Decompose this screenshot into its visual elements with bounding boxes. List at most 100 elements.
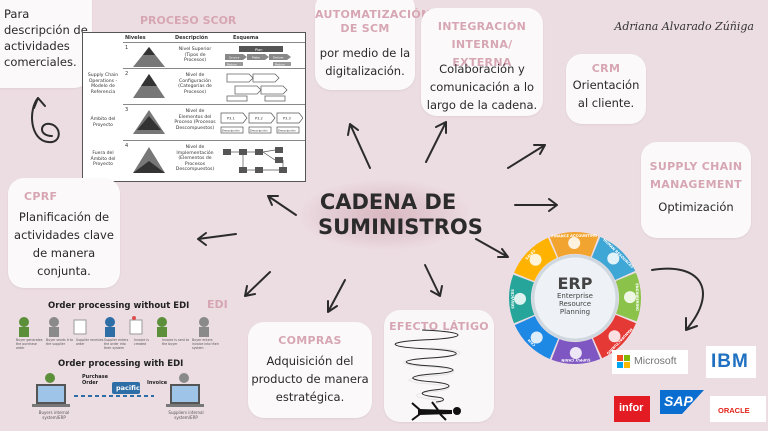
scor-level-number: 1: [125, 45, 129, 51]
scor-side-label: Ámbito del Proyecto: [90, 117, 116, 128]
edi-buyer-line: system/ERP: [42, 415, 66, 420]
edi-buyer-label: Buyers internal system/ERP: [34, 410, 74, 420]
crm-line: Orientación: [572, 78, 640, 92]
scor-level-number: 2: [125, 71, 129, 77]
crm-title: CRM: [591, 62, 621, 75]
scor-table: Niveles Descripción Esquema Supply Chain…: [82, 32, 306, 182]
erp-segment-label: ENGINEERING: [635, 283, 639, 311]
arrow-edi: [244, 271, 271, 297]
scm-card: SUPPLY CHAIN MANAGEMENT Optimización: [641, 142, 751, 238]
central-title-line1: CADENA DE: [319, 190, 457, 214]
scheme-deliver-label: Deliver: [273, 56, 284, 60]
oracle-logo: ORACLE: [718, 406, 750, 415]
scheme-make-label: Make: [252, 56, 260, 60]
intro-line: Para: [4, 7, 30, 21]
edi-with-title: Order processing with EDI: [58, 359, 184, 369]
arrow-crm: [507, 144, 546, 169]
erp-subtitle: Resource: [558, 300, 592, 308]
integracion-title: INTERNA/ EXTERNA: [451, 38, 513, 69]
pyramid-icon: [133, 47, 165, 67]
arrow-compras: [327, 279, 346, 313]
edi-title: EDI: [207, 298, 228, 311]
cprf-line: conjunta.: [37, 264, 91, 278]
erp-segment-label: FINANCE ACCOUNTING: [551, 234, 597, 239]
arrow-integracion: [425, 121, 447, 163]
pyramid-icon: [133, 74, 165, 98]
integracion-line: comunicación a lo: [429, 80, 535, 94]
erp-segment-icon: [569, 346, 582, 359]
central-splash: [300, 180, 470, 250]
arrow-cprf: [197, 232, 237, 246]
compras-card: COMPRAS Adquisición del producto de mane…: [248, 322, 372, 418]
scor-level-desc: Nivel de Implementación (Elementos de Pr…: [175, 145, 215, 172]
edi-purchase-order: Purchase Order: [82, 374, 108, 386]
scm-title: SUPPLY CHAIN: [649, 160, 743, 173]
edi-purchase-line: Purchase: [82, 374, 108, 380]
compras-line: Adquisición del: [266, 354, 354, 368]
sap-logo: SAP: [664, 393, 693, 409]
edi-without-title: Order processing without EDI: [48, 301, 190, 311]
pyramid-icon: [133, 110, 165, 134]
scheme-desc-label: Descripción: [250, 129, 268, 133]
scor-scheme-level2: [226, 73, 288, 102]
scor-scheme-level1: Plan Source Make Deliver Return Return: [225, 46, 291, 67]
integracion-title: INTEGRACIÓN: [437, 20, 527, 33]
scor-row: 2 Nivel de Configuración (Categorías de …: [123, 68, 305, 105]
edi-step: Supplier enters the order into their sys…: [104, 338, 129, 350]
edi-step: Buyer sends it to the supplier: [46, 338, 74, 346]
edi-diagram: Order processing without EDI Buyer gener…: [14, 298, 224, 428]
sap-shape: [660, 390, 704, 414]
microsoft-logo-box: Microsoft: [612, 350, 688, 374]
scor-scheme-level4: [223, 147, 287, 173]
compras-title: COMPRAS: [278, 334, 342, 347]
erp-segment-label: SERVICES: [511, 289, 515, 309]
curly-arrow: [31, 97, 60, 144]
scor-level-number: 4: [125, 143, 129, 149]
crm-card: CRM Orientación al cliente.: [566, 54, 646, 124]
edi-step: Buyer enters invoice into their system: [192, 338, 219, 350]
scheme-p31-label: P3.1: [227, 117, 235, 121]
central-title: CADENA DE SUMINISTROS: [318, 190, 483, 240]
automatizacion-line: por medio de la: [319, 46, 411, 60]
automatizacion-line: digitalización.: [325, 64, 405, 78]
scor-header: Esquema: [233, 35, 259, 41]
oracle-logo-box: ORACLE: [710, 396, 766, 422]
scor-level-desc: Nivel de Elementos del Proceso (Procesos…: [174, 109, 216, 131]
erp-segment-icon: [530, 331, 543, 344]
automatizacion-title: AUTOMATIZACIÓN: [315, 8, 431, 21]
erp-center: ERP Enterprise Resource Planning: [535, 275, 615, 316]
intro-line: actividades: [4, 39, 70, 53]
erp-subtitle: Enterprise: [556, 292, 593, 300]
infor-logo-box: infor: [614, 396, 650, 422]
arrow-scor: [267, 195, 297, 216]
scheme-source-label: Source: [229, 56, 239, 60]
intro-line: descripción de: [4, 23, 88, 37]
edi-step: Buyer generates the purchase order: [16, 338, 43, 350]
cprf-title: CPRF: [24, 190, 58, 203]
arrow-scm: [514, 198, 558, 212]
intro-line: comerciales.: [4, 55, 77, 69]
cprf-line: de manera: [32, 246, 96, 260]
edi-purchase-line: Order: [82, 380, 99, 386]
scor-header: Niveles: [125, 35, 146, 41]
microsoft-icon: [617, 355, 630, 368]
hook-arrow: [651, 267, 704, 331]
erp-subtitle: Planning: [559, 308, 591, 316]
erp-segment-label: CRM: [527, 338, 537, 347]
scor-level-desc: Nivel Superior (Tipos de Procesos): [178, 47, 212, 63]
arrow-efecto: [424, 264, 443, 297]
erp-segment-icon: [529, 253, 542, 266]
compras-line: estratégica.: [275, 390, 345, 404]
author-name: Adriana Alvarado Zúñiga: [614, 20, 754, 33]
edi-supplier-line: Suppliers internal: [168, 410, 204, 415]
erp-center-disc: [531, 254, 619, 342]
scheme-return-label: Return: [275, 63, 285, 67]
scor-level-desc: Nivel de Configuración (Categorías de Pr…: [178, 73, 212, 95]
scheme-p33-label: P3.3: [283, 117, 291, 121]
cprf-card: CPRF Planificación de actividades clave …: [8, 178, 120, 288]
erp-segment-icon: [514, 292, 527, 305]
erp-segment-icon: [623, 291, 636, 304]
edi-step: Invoice is created: [134, 338, 149, 346]
scheme-p32-label: P3.2: [255, 117, 263, 121]
